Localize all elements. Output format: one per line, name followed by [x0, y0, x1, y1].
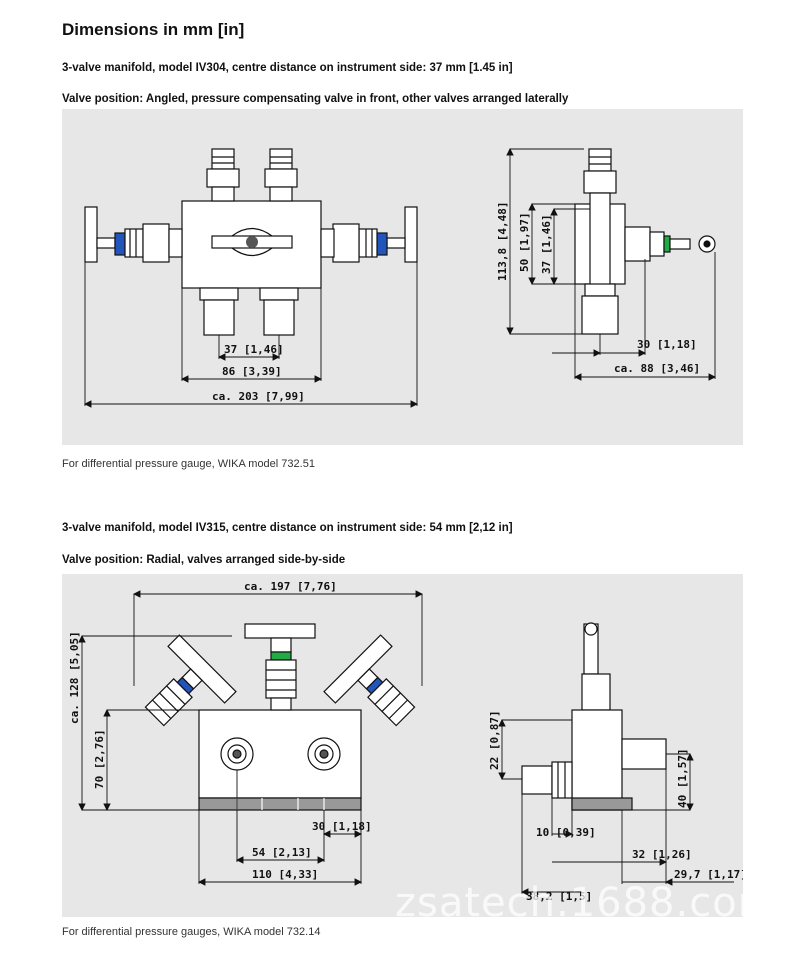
iv315-dim-10: 10 [0,39] [536, 826, 596, 839]
iv315-dim-38: 38,2 [1,5] [526, 890, 592, 903]
section1-caption: For differential pressure gauge, WIKA mo… [62, 458, 315, 470]
section1-model: 3-valve manifold, model IV304, centre di… [62, 62, 513, 74]
iv304-dim-50: 50 [1,97] [518, 212, 531, 272]
iv315-dim-22: 22 [0,87] [488, 710, 501, 770]
section1-position: Valve position: Angled, pressure compens… [62, 93, 569, 105]
iv304-dim-37: 37 [1,46] [224, 343, 284, 356]
iv304-dim-86: 86 [3,39] [222, 365, 282, 378]
iv304-dim-30: 30 [1,18] [637, 338, 697, 351]
iv315-front-view: ca. 197 [7,76] ca. 128 [5,05] 70 [2,76] … [68, 580, 424, 886]
iv315-dim-29: 29,7 [1,17] [674, 868, 743, 881]
iv315-dim-30: 30 [1,18] [312, 820, 372, 833]
diagram-iv315: ca. 197 [7,76] ca. 128 [5,05] 70 [2,76] … [62, 574, 743, 917]
iv304-front-view: 37 [1,46] 86 [3,39] ca. 203 [7,99] [83, 148, 419, 408]
section2-position: Valve position: Radial, valves arranged … [62, 554, 346, 566]
iv315-dim-40: 40 [1,57] [676, 748, 689, 808]
iv315-dim-128: ca. 128 [5,05] [68, 631, 81, 724]
section2-caption: For differential pressure gauges, WIKA m… [62, 926, 321, 938]
iv304-dim-88: ca. 88 [3,46] [614, 362, 700, 375]
section2-model: 3-valve manifold, model IV315, centre di… [62, 522, 513, 534]
diagram-iv304: 37 [1,46] 86 [3,39] ca. 203 [7,99] [62, 109, 743, 445]
iv304-dim-37-side: 37 [1,46] [540, 214, 553, 274]
iv304-dim-203: ca. 203 [7,99] [212, 390, 305, 403]
page-title: Dimensions in mm [in] [62, 20, 245, 39]
iv315-dim-110: 110 [4,33] [252, 868, 318, 881]
iv304-dim-113: 113,8 [4,48] [496, 202, 509, 281]
iv304-side-view: 113,8 [4,48] 50 [1,97] 37 [1,46] 30 [1,1… [496, 147, 717, 381]
watermark: zsatech.1688.com [395, 880, 778, 926]
iv315-dim-70: 70 [2,76] [93, 729, 106, 789]
iv315-dim-197: ca. 197 [7,76] [244, 580, 337, 593]
iv315-dim-54: 54 [2,13] [252, 846, 312, 859]
iv315-dim-32: 32 [1,26] [632, 848, 692, 861]
iv315-side-view: 22 [0,87] 40 [1,57] 10 [0,39] 32 [1,26] … [488, 622, 743, 903]
